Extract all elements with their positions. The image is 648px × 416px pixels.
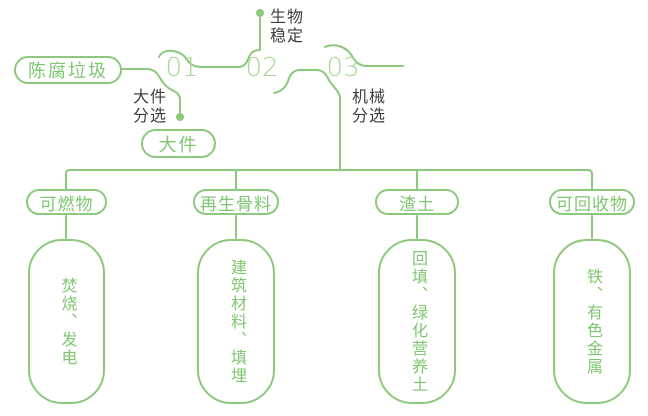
- flow-line-source-to-bulky: [121, 68, 181, 113]
- flow-line-01-to-02-bio: [158, 17, 261, 68]
- output-detail-text: 铁、有色金属: [584, 267, 601, 376]
- stage-label-mechanical-sorting: 机械 分选: [352, 89, 387, 125]
- source-label: 陈腐垃圾: [28, 61, 108, 81]
- output-category-recyclables: 可回收物: [549, 189, 635, 215]
- bio-branch-dot: [256, 9, 264, 17]
- output-detail-recycled-aggregate: 建筑材料、填埋: [197, 239, 275, 404]
- output-category-combustibles: 可燃物: [26, 189, 107, 215]
- bulky-item-label: 大件: [158, 134, 199, 155]
- flow-line-03-exit: [324, 44, 404, 67]
- pill-capsule-connectors: [65, 215, 593, 239]
- output-category-label: 再生骨料: [200, 194, 272, 214]
- bulky-item-node: 大件: [141, 129, 216, 158]
- flow-line-02-to-03-drop: [273, 69, 341, 171]
- output-category-label: 可回收物: [556, 194, 628, 214]
- output-detail-text: 焚烧、发电: [58, 276, 76, 367]
- output-detail-slag-soil: 回填、绿化营养土: [378, 239, 456, 404]
- output-category-label: 可燃物: [39, 194, 94, 214]
- output-category-slag-soil: 渣土: [375, 189, 459, 215]
- output-detail-text: 回填、绿化营养土: [409, 249, 426, 394]
- output-category-label: 渣土: [399, 194, 435, 214]
- stage-label-biological-stabilization: 生物 稳定: [270, 9, 305, 45]
- stage-number-02: 02: [245, 53, 279, 83]
- bulky-branch-dot: [176, 113, 184, 121]
- distribution-rail: [65, 169, 593, 190]
- output-detail-recyclables: 铁、有色金属: [553, 239, 631, 404]
- output-category-recycled-aggregate: 再生骨料: [193, 189, 279, 215]
- source-node: 陈腐垃圾: [14, 56, 122, 84]
- stage-number-03: 03: [326, 53, 360, 83]
- output-detail-text: 建筑材料、填埋: [228, 258, 245, 385]
- stage-number-01: 01: [165, 53, 199, 83]
- stage-label-bulky-sorting: 大件 分选: [133, 89, 168, 125]
- output-detail-combustibles: 焚烧、发电: [28, 239, 105, 404]
